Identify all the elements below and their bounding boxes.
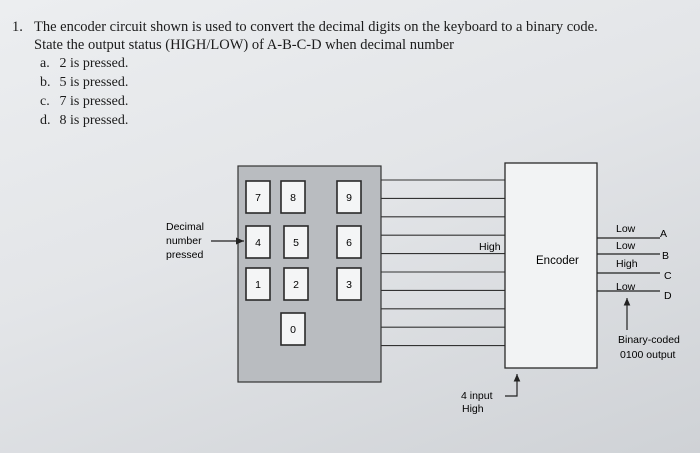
question-text-1: The encoder circuit shown is used to con… bbox=[34, 19, 598, 35]
key-label: 5 bbox=[293, 237, 299, 249]
options-list: a. 2 is pressed. b. 5 is pressed. c. 7 i… bbox=[40, 54, 692, 130]
keypad-label-line-3: pressed bbox=[166, 249, 204, 261]
option-a: a. 2 is pressed. bbox=[40, 54, 692, 73]
output-level: Low bbox=[616, 223, 636, 235]
key-8[interactable]: 8 bbox=[280, 180, 306, 214]
output-level: High bbox=[616, 258, 638, 270]
key-3[interactable]: 3 bbox=[336, 267, 362, 301]
option-text: 2 is pressed. bbox=[59, 56, 129, 71]
key-6[interactable]: 6 bbox=[336, 225, 362, 259]
output-letter: B bbox=[662, 250, 669, 262]
key-label: 8 bbox=[290, 192, 296, 204]
key-label: 2 bbox=[293, 279, 299, 291]
option-letter: a. bbox=[40, 56, 50, 71]
option-b: b. 5 is pressed. bbox=[40, 73, 692, 92]
keypad-label-line-2: number bbox=[166, 235, 202, 247]
input-caption-line-2: High bbox=[462, 403, 484, 415]
output-b: Low B bbox=[597, 240, 669, 262]
output-caption-line-2: 0100 output bbox=[620, 349, 676, 361]
key-2[interactable]: 2 bbox=[283, 267, 309, 301]
input-caption-line-1: 4 input bbox=[461, 390, 493, 402]
high-label: High bbox=[479, 241, 501, 253]
option-text: 5 is pressed. bbox=[59, 75, 129, 90]
encoder-box bbox=[504, 162, 598, 369]
output-letter: A bbox=[660, 228, 667, 240]
key-label: 3 bbox=[346, 279, 352, 291]
key-9[interactable]: 9 bbox=[336, 180, 362, 214]
key-label: 7 bbox=[255, 192, 261, 204]
option-letter: d. bbox=[40, 113, 51, 128]
option-letter: c. bbox=[40, 94, 50, 109]
output-d: Low D bbox=[597, 281, 672, 302]
output-level: Low bbox=[616, 281, 636, 293]
output-caption-line-1: Binary-coded bbox=[618, 334, 680, 346]
output-a: Low A bbox=[597, 223, 667, 240]
output-level: Low bbox=[616, 240, 636, 252]
encoder-label: Encoder bbox=[536, 255, 579, 267]
option-letter: b. bbox=[40, 75, 51, 90]
option-text: 8 is pressed. bbox=[59, 113, 129, 128]
key-label: 6 bbox=[346, 237, 352, 249]
output-c: High C bbox=[597, 258, 672, 282]
key-label: 9 bbox=[346, 192, 352, 204]
key-0[interactable]: 0 bbox=[280, 312, 306, 346]
output-letter: C bbox=[664, 270, 672, 282]
option-c: c. 7 is pressed. bbox=[40, 92, 692, 111]
key-4[interactable]: 4 bbox=[245, 225, 271, 259]
question-number: 1. bbox=[12, 19, 23, 35]
key-5[interactable]: 5 bbox=[283, 225, 309, 259]
input-caption-arrow bbox=[505, 374, 521, 397]
question-line-2: State the output status (HIGH/LOW) of A-… bbox=[34, 37, 455, 53]
option-d: d. 8 is pressed. bbox=[40, 111, 692, 130]
key-label: 0 bbox=[290, 324, 296, 336]
encoder-input-wires bbox=[381, 179, 505, 347]
keypad-label-line-1: Decimal bbox=[166, 221, 204, 233]
question-line-1: 1. The encoder circuit shown is used to c… bbox=[12, 18, 692, 36]
key-label: 4 bbox=[255, 237, 261, 249]
option-text: 7 is pressed. bbox=[59, 94, 129, 109]
key-7[interactable]: 7 bbox=[245, 180, 271, 214]
key-1[interactable]: 1 bbox=[245, 267, 271, 301]
output-letter: D bbox=[664, 290, 672, 302]
question-block: 1. The encoder circuit shown is used to c… bbox=[12, 18, 692, 130]
key-label: 1 bbox=[255, 279, 261, 291]
